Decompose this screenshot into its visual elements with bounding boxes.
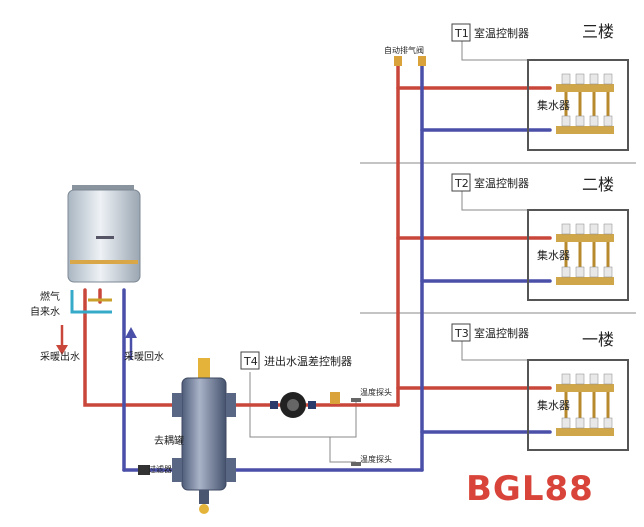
flow-arrows (56, 325, 137, 360)
return-header (556, 428, 614, 436)
thermostat-t2-tag: T2 (454, 177, 469, 190)
thermostat-t4-icon (240, 351, 260, 370)
temp-probe-supply-label: 温度探头 (360, 387, 392, 397)
thermostat-t1-icon (451, 23, 471, 42)
filter-icon (138, 465, 150, 475)
tap-water-label: 自来水 (30, 305, 60, 318)
valve-caps (561, 223, 613, 278)
thermostat-t2-icon (451, 173, 471, 192)
boiler-trim (70, 260, 138, 264)
decoupling-tank (172, 358, 236, 514)
vent-valve-return (418, 56, 426, 66)
manifold-floor1 (527, 359, 629, 451)
thermostat-t3-tag: T3 (454, 327, 469, 340)
boiler-supply-pipe (83, 288, 177, 407)
supply-header (556, 84, 614, 92)
supply-header (556, 384, 614, 392)
boiler (67, 185, 141, 283)
thermostat-t3-label: 室温控制器 (474, 326, 529, 340)
return-header (556, 126, 614, 134)
thermostat-t2-label: 室温控制器 (474, 176, 529, 190)
temp-probe-supply-icon (351, 398, 361, 402)
wire-t1 (461, 40, 528, 61)
manifold-loops (564, 392, 610, 428)
pump-fitting-left (270, 401, 278, 409)
manifold-box (527, 359, 629, 451)
heating-return-label: 采暖回水 (124, 350, 164, 363)
tank-body (181, 377, 227, 491)
supply-arrow-head (56, 345, 68, 355)
return-header (556, 277, 614, 285)
pump-fitting-right (308, 401, 316, 409)
decoupling-tank-label: 去耦罐 (154, 434, 184, 447)
thermostat-t1-tag: T1 (454, 27, 469, 40)
manifold-floor2 (527, 209, 629, 301)
manifold-loops (564, 242, 610, 277)
tank-flange-right-top (226, 393, 236, 417)
floor-3-name: 三楼 (582, 22, 614, 41)
gas-label: 燃气 (40, 290, 60, 303)
thermostat-t1-label: 室温控制器 (474, 26, 529, 40)
tank-vent (198, 358, 210, 380)
temp-probe-return-label: 温度探头 (360, 454, 392, 464)
tank-flange-right-bottom (226, 458, 236, 482)
differential-controller-label: 进出水温差控制器 (264, 354, 352, 368)
boiler-badge (96, 236, 114, 239)
temp-probe-return-icon (351, 462, 361, 466)
manifold-loops (564, 92, 610, 126)
floor-2-name: 二楼 (582, 175, 614, 194)
manifold-floor2-label: 集水器 (537, 248, 570, 262)
tap-water-pipe (70, 290, 112, 314)
thermostat-t3-icon (451, 323, 471, 342)
wire-t3 (461, 340, 528, 361)
boiler-top-cap (72, 185, 134, 191)
manifold-floor3 (527, 59, 629, 151)
filter-label: 过滤器 (148, 464, 172, 474)
tank-flange-left-bottom (172, 458, 182, 482)
heating-supply-label: 采暖出水 (40, 350, 80, 363)
manifold-floor3-label: 集水器 (537, 98, 570, 112)
tank-flange-left-top (172, 393, 182, 417)
manifold-box (527, 209, 629, 301)
floor-1-name: 一楼 (582, 330, 614, 349)
valve-caps (561, 373, 613, 429)
pump-hub (287, 399, 299, 411)
tank-drain (199, 490, 209, 504)
drain-valve-icon (199, 504, 209, 514)
brand-logo: BGL88 (466, 469, 594, 509)
auto-vent-label: 自动排气阀 (384, 45, 424, 55)
vent-valve-supply (394, 56, 402, 66)
manifold-box (527, 59, 629, 151)
t4-tag: T4 (243, 355, 258, 368)
valve-caps (561, 73, 613, 127)
circulation-pump (270, 392, 340, 418)
supply-header (556, 234, 614, 242)
auto-vent-valves (394, 56, 426, 66)
wire-t4-return (329, 437, 356, 463)
return-arrow-head (125, 327, 137, 338)
wire-t2 (461, 190, 528, 211)
check-valve-icon (330, 392, 340, 404)
manifold-floor1-label: 集水器 (537, 398, 570, 412)
